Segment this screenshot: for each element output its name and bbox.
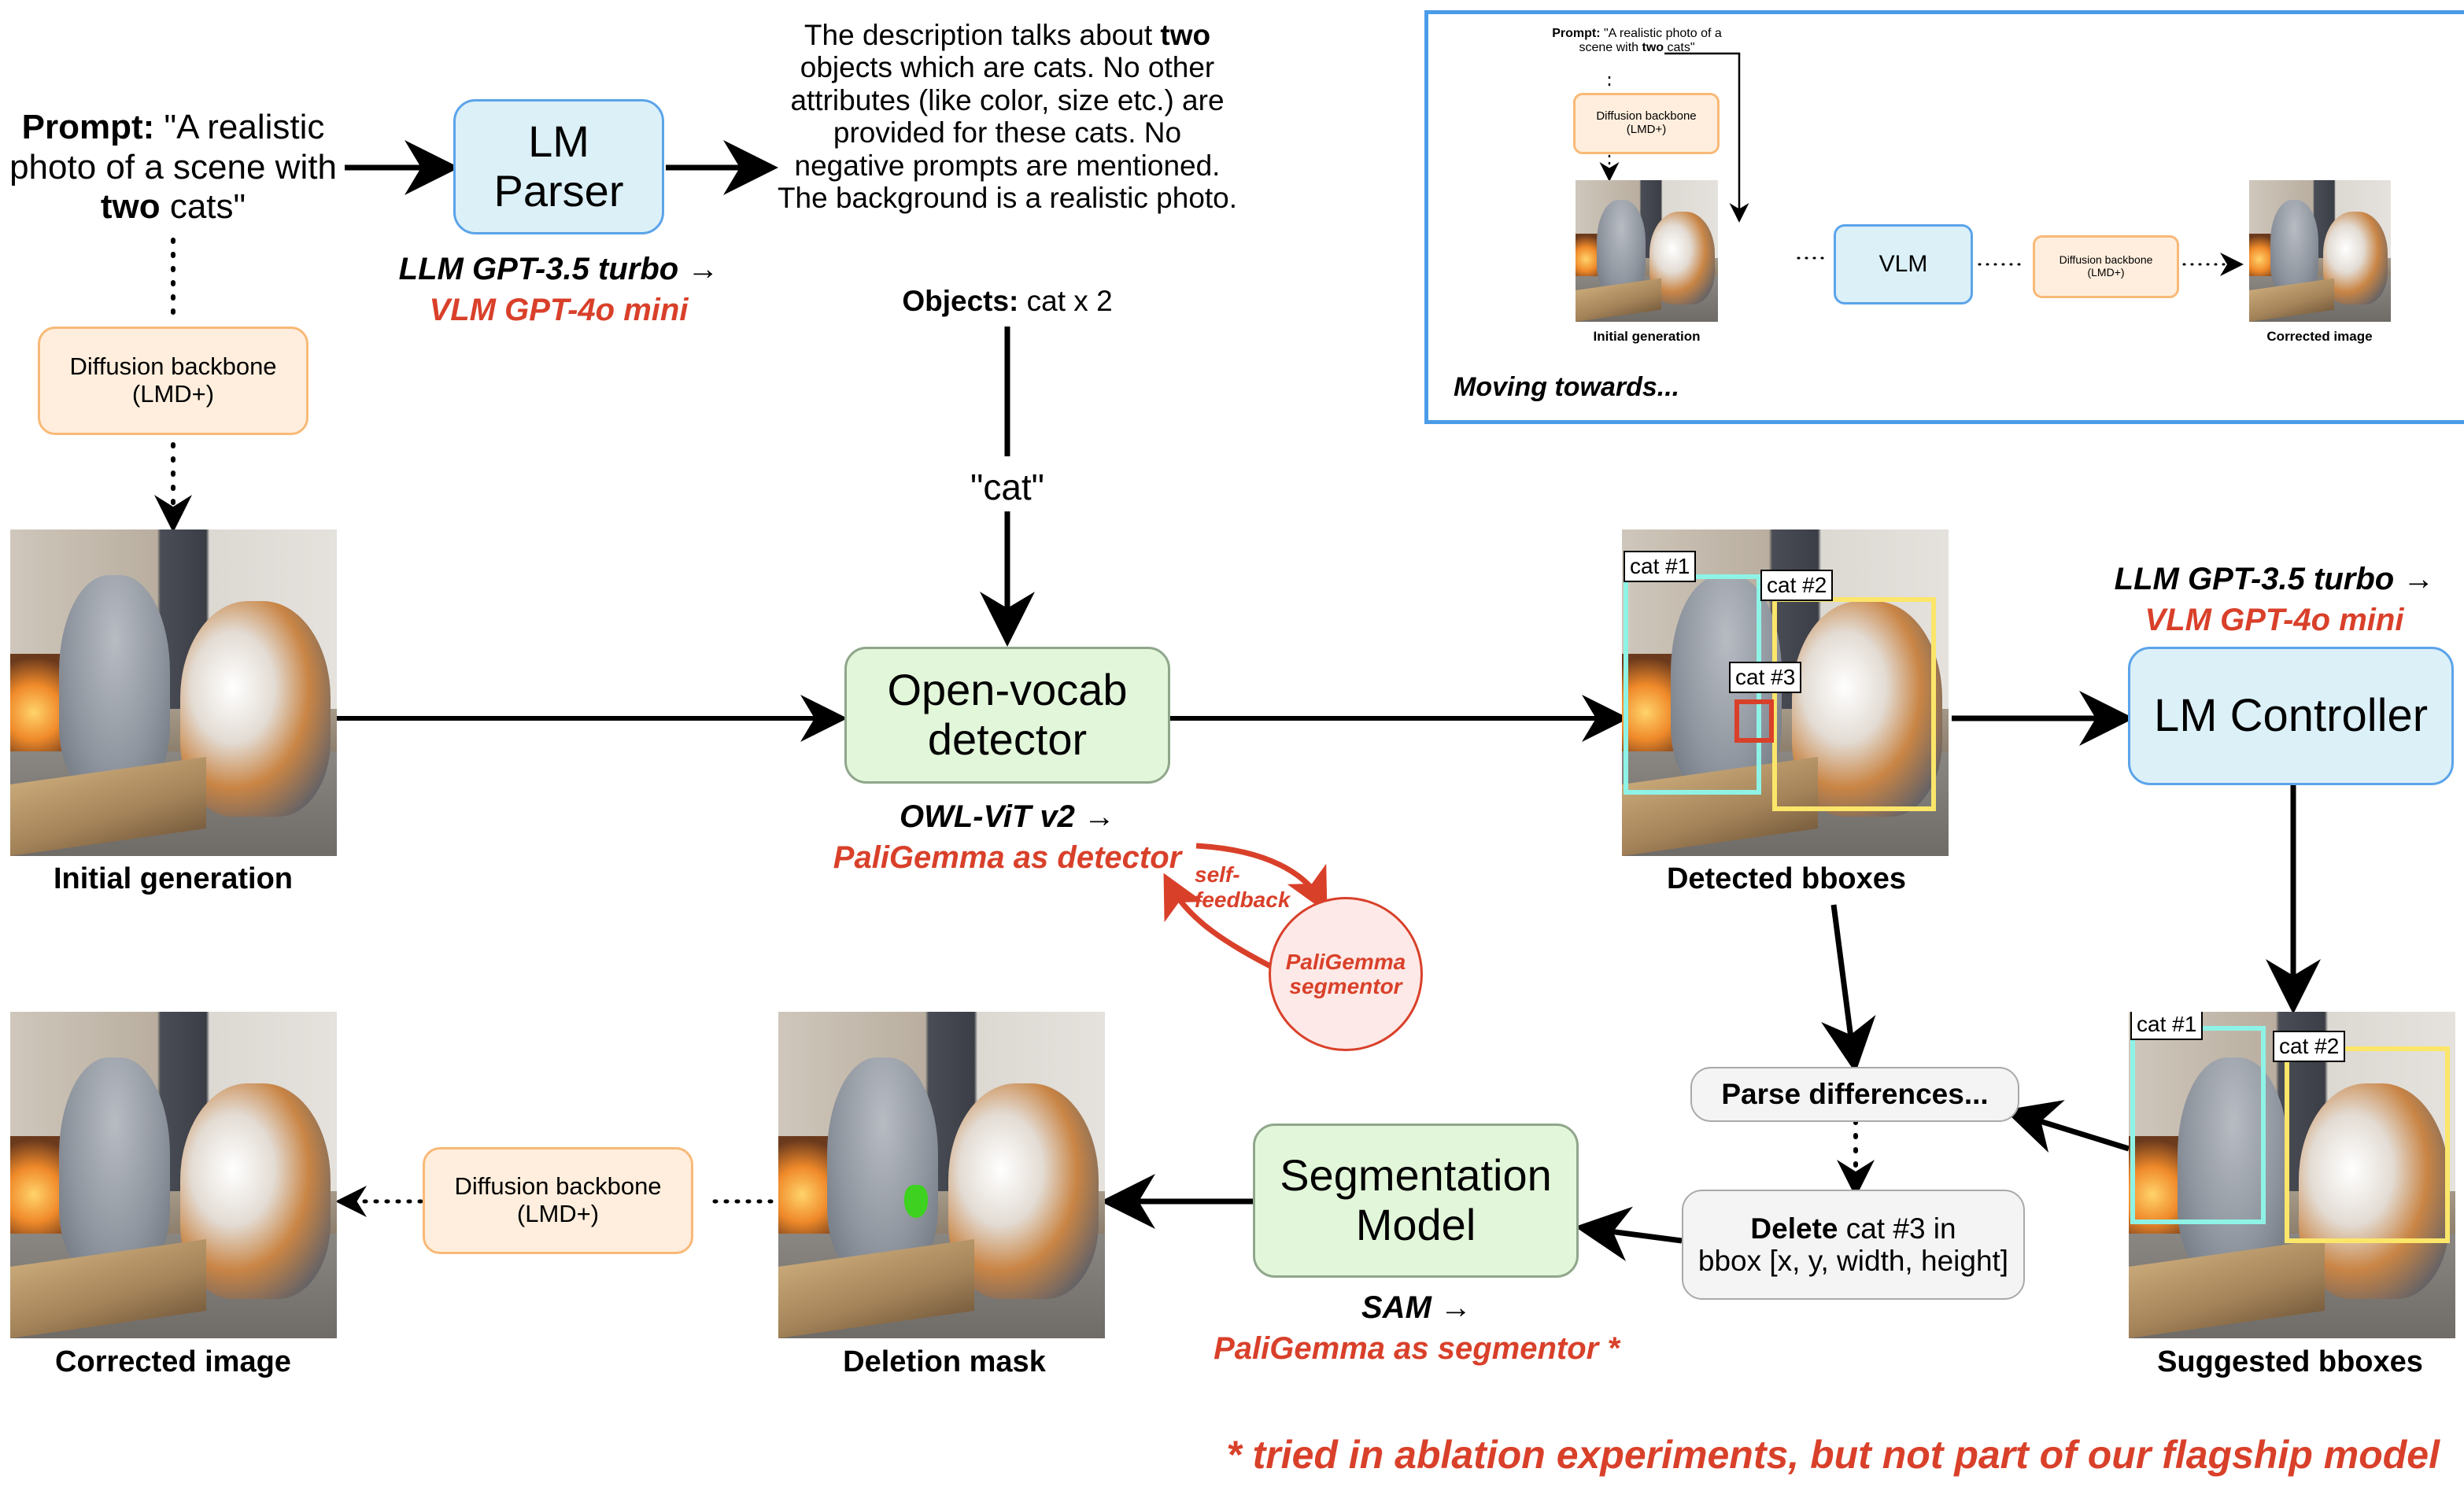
parsed-objects: Objects: cat x 2 <box>902 285 1113 317</box>
inset-initial-image <box>1576 180 1718 322</box>
parse-differences-box[interactable]: Parse differences... <box>1690 1067 2019 1122</box>
bbox-tag-cat-1: cat #1 <box>1624 551 1697 582</box>
caption-deletion-mask: Deletion mask <box>843 1345 1046 1378</box>
inset-title: Moving towards... <box>1454 372 1680 402</box>
caption-suggested-bboxes: Suggested bboxes <box>2157 1345 2423 1378</box>
open-vocab-detector-box[interactable]: Open-vocab detector <box>844 647 1170 784</box>
caption-corrected-image: Corrected image <box>55 1345 291 1378</box>
caption-detected-bboxes: Detected bboxes <box>1666 862 1907 895</box>
detected-bboxes-image: cat #1 cat #2 cat #3 <box>1622 529 1949 856</box>
prompt-text: Prompt: "A realistic photo of a scene wi… <box>9 108 337 227</box>
initial-generation-image <box>10 529 337 856</box>
deletion-mask-image <box>778 1012 1105 1338</box>
lm-parser-label-line2: Parser <box>493 166 624 216</box>
inset-prompt: Prompt: "A realistic photo of a scene wi… <box>1552 27 1722 55</box>
arrow-delete-to-segmentation <box>1575 1206 1683 1261</box>
suggested-tag-cat-2: cat #2 <box>2273 1031 2346 1062</box>
suggested-tag-cat-1: cat #1 <box>2130 1012 2204 1040</box>
inset-vlm-box[interactable]: VLM <box>1834 224 1973 304</box>
prompt-label: Prompt: <box>21 108 155 146</box>
parser-output-text: The description talks about two objects … <box>777 19 1238 215</box>
inset-diffusion-correction[interactable]: Diffusion backbone (LMD+) <box>2033 235 2179 298</box>
footnote: * tried in ablation experiments, but not… <box>1226 1433 2440 1477</box>
corrected-image <box>10 1012 337 1338</box>
diffusion-backbone-initial[interactable]: Diffusion backbone (LMD+) <box>38 327 308 435</box>
detector-model-label: OWL-ViT v2 → PaliGemma as detector <box>833 799 1182 875</box>
inset-corrected-image <box>2249 180 2391 322</box>
inset-caption-corrected: Corrected image <box>2266 329 2373 344</box>
controller-model-label: LLM GPT-3.5 turbo → VLM GPT-4o mini <box>2114 562 2435 637</box>
diffusion-backbone-correction[interactable]: Diffusion backbone (LMD+) <box>423 1147 693 1254</box>
paligemma-segmentor-circle[interactable]: PaliGemma segmentor <box>1269 897 1423 1051</box>
lm-controller-box[interactable]: LM Controller <box>2128 647 2454 785</box>
lm-parser-model-label: LLM GPT-3.5 turbo → VLM GPT-4o mini <box>398 252 719 327</box>
lm-parser-box[interactable]: LM Parser <box>453 99 664 234</box>
caption-initial-generation: Initial generation <box>53 862 294 895</box>
self-feedback-label: self- feedback <box>1195 862 1291 913</box>
bbox-cat-3 <box>1734 699 1774 743</box>
delete-operation-box[interactable]: Delete cat #3 in bbox [x, y, width, heig… <box>1682 1190 2025 1300</box>
bbox-tag-cat-3: cat #3 <box>1729 662 1802 693</box>
suggested-bbox-cat-2 <box>2285 1046 2450 1243</box>
segmentation-model-label: SAM → PaliGemma as segmentor * <box>1214 1290 1620 1366</box>
detector-query-text: "cat" <box>970 467 1045 507</box>
suggested-bbox-cat-1 <box>2130 1026 2266 1224</box>
prompt-count: two <box>100 187 161 227</box>
inset-frame: Prompt: "A realistic photo of a scene wi… <box>1424 10 2464 424</box>
suggested-bboxes-image: cat #1 cat #2 <box>2129 1012 2455 1338</box>
inset-connectors-right <box>1978 253 2244 276</box>
bbox-cat-2 <box>1772 597 1936 811</box>
bbox-tag-cat-2: cat #2 <box>1760 570 1834 601</box>
segmentation-model-box[interactable]: Segmentation Model <box>1253 1124 1579 1278</box>
deletion-mask-region <box>904 1185 928 1218</box>
arrow-suggested-to-parse <box>2004 1100 2130 1153</box>
arrow-detected-to-parse <box>1821 904 1876 1073</box>
inset-diffusion-initial[interactable]: Diffusion backbone (LMD+) <box>1573 93 1720 154</box>
inset-caption-initial: Initial generation <box>1593 329 1701 344</box>
inset-arrow-prompt-to-vlm <box>1664 52 1749 223</box>
lm-parser-label-line1: LM <box>528 116 589 167</box>
